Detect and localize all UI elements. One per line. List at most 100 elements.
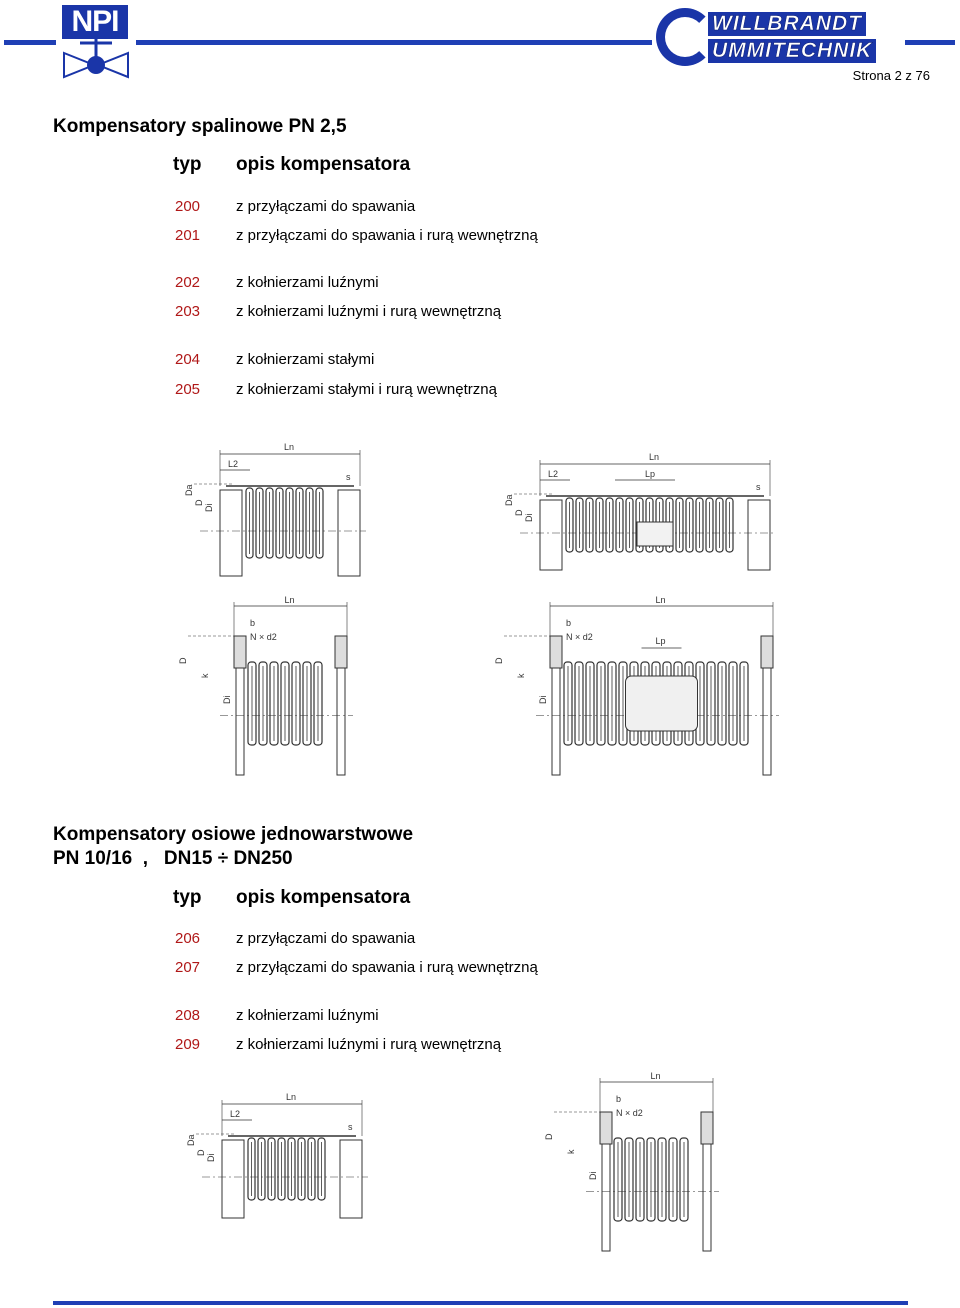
bellows-convolution [705, 497, 714, 553]
dimension-label: b [616, 1094, 621, 1104]
type-description: z przyłączami do spawania i rurą wewnętr… [236, 227, 538, 244]
type-description: z przyłączami do spawania [236, 198, 416, 215]
bellows-convolution [280, 661, 290, 746]
bellows-convolution [315, 487, 324, 559]
bellows-convolution [265, 487, 274, 559]
bellows-convolution [595, 497, 604, 553]
type-number: 206 [175, 930, 201, 947]
dimension-label: N × d2 [566, 632, 593, 642]
bellows-convolution [245, 487, 254, 559]
dimension-label: Di [588, 1172, 598, 1181]
bellows-convolution [624, 1137, 634, 1222]
weld-end-left [221, 1139, 245, 1219]
dimension-label: L2 [230, 1109, 240, 1119]
dimension-label: Lp [645, 469, 655, 479]
bellows-convolution [717, 661, 727, 746]
type-description: z kołnierzami stałymi [236, 351, 375, 368]
type-description: z przyłączami do spawania [236, 930, 416, 947]
dimension-label: D [514, 509, 524, 516]
dimension-label: Di [222, 696, 232, 705]
bellows-convolution [739, 661, 749, 746]
flange-right [700, 1111, 714, 1145]
header-rule-left [4, 40, 56, 45]
type-number: 208 [175, 1007, 201, 1024]
dimension-label: L2 [548, 469, 558, 479]
flange-left [233, 635, 247, 669]
dimension-label: D [194, 499, 204, 506]
type-number: 204 [175, 351, 201, 368]
willbrandt-logo-line1: WILLBRANDT [708, 12, 866, 36]
bellows-convolution [613, 1137, 623, 1222]
bellows-convolution [247, 1137, 256, 1201]
type-number: 202 [175, 274, 201, 291]
dimension-label: Ln [656, 596, 666, 605]
dimension-label: Da [504, 494, 514, 506]
bellows-convolution [596, 661, 606, 746]
dimension-label: k [516, 673, 526, 678]
bellows-convolution [267, 1137, 276, 1201]
bellows-convolution [257, 1137, 266, 1201]
bellows-convolution [291, 661, 301, 746]
flange-left-body [551, 667, 561, 776]
type-number: 201 [175, 227, 201, 244]
type-number: 205 [175, 381, 201, 398]
flange-right [760, 635, 774, 669]
dimension-label: k [200, 673, 210, 678]
willbrandt-logo-line2: UMMITECHNIK [708, 39, 877, 63]
bellows-convolution [695, 497, 704, 553]
type-description: z kołnierzami luźnymi i rurą wewnętrzną [236, 303, 502, 320]
type-number: 203 [175, 303, 201, 320]
section2-col-typ: typ [173, 887, 202, 908]
bellows-convolution [563, 661, 573, 746]
dimension-label: Di [538, 696, 548, 705]
section1-col-desc: opis kompensatora [236, 154, 411, 175]
page-number: Strona 2 z 76 [852, 68, 930, 83]
dimension-label: Ln [286, 1092, 296, 1102]
dimension-label: b [566, 618, 571, 628]
bellows-convolution [657, 1137, 667, 1222]
type-number: 209 [175, 1036, 201, 1053]
section1-title: Kompensatory spalinowe PN 2,5 [53, 116, 347, 137]
bellows-convolution [675, 497, 684, 553]
weld-end-left [219, 489, 243, 577]
weld-end-left [539, 499, 563, 571]
dimension-label: Ln [649, 452, 659, 462]
bellows-convolution [317, 1137, 326, 1201]
type-description: z kołnierzami luźnymi [236, 1007, 379, 1024]
dimension-label: Di [206, 1154, 216, 1163]
flange-right [334, 635, 348, 669]
bellows-convolution [585, 661, 595, 746]
willbrandt-logo: WILLBRANDT UMMITECHNIK [656, 8, 901, 66]
bellows-convolution [258, 661, 268, 746]
dimension-label: L2 [228, 459, 238, 469]
bellows-convolution [715, 497, 724, 553]
dimension-label: b [250, 618, 255, 628]
dimension-label: Ln [284, 442, 294, 452]
inner-tube [636, 521, 674, 547]
header-rule-middle [136, 40, 652, 45]
bellows-convolution [575, 497, 584, 553]
bellows-convolution [295, 487, 304, 559]
bellows-convolution [646, 1137, 656, 1222]
flange-left-body [601, 1143, 611, 1252]
dimension-label: Ln [651, 1072, 661, 1081]
bellows-convolution [285, 487, 294, 559]
flange-right-body [336, 667, 346, 776]
bellows-convolution [728, 661, 738, 746]
footer-rule [53, 1301, 908, 1305]
valve-icon [63, 39, 129, 79]
bellows-convolution [574, 661, 584, 746]
bellows-convolution [585, 497, 594, 553]
bellows-convolution [615, 497, 624, 553]
section1-col-typ: typ [173, 154, 202, 175]
dimension-label: D [178, 657, 188, 664]
bellows-convolution [706, 661, 716, 746]
weld-end-right [747, 499, 771, 571]
section2-title-line2: PN 10/16 , DN15 ÷ DN250 [53, 848, 293, 869]
dimension-label: Di [204, 504, 214, 513]
dimension-label: N × d2 [250, 632, 277, 642]
